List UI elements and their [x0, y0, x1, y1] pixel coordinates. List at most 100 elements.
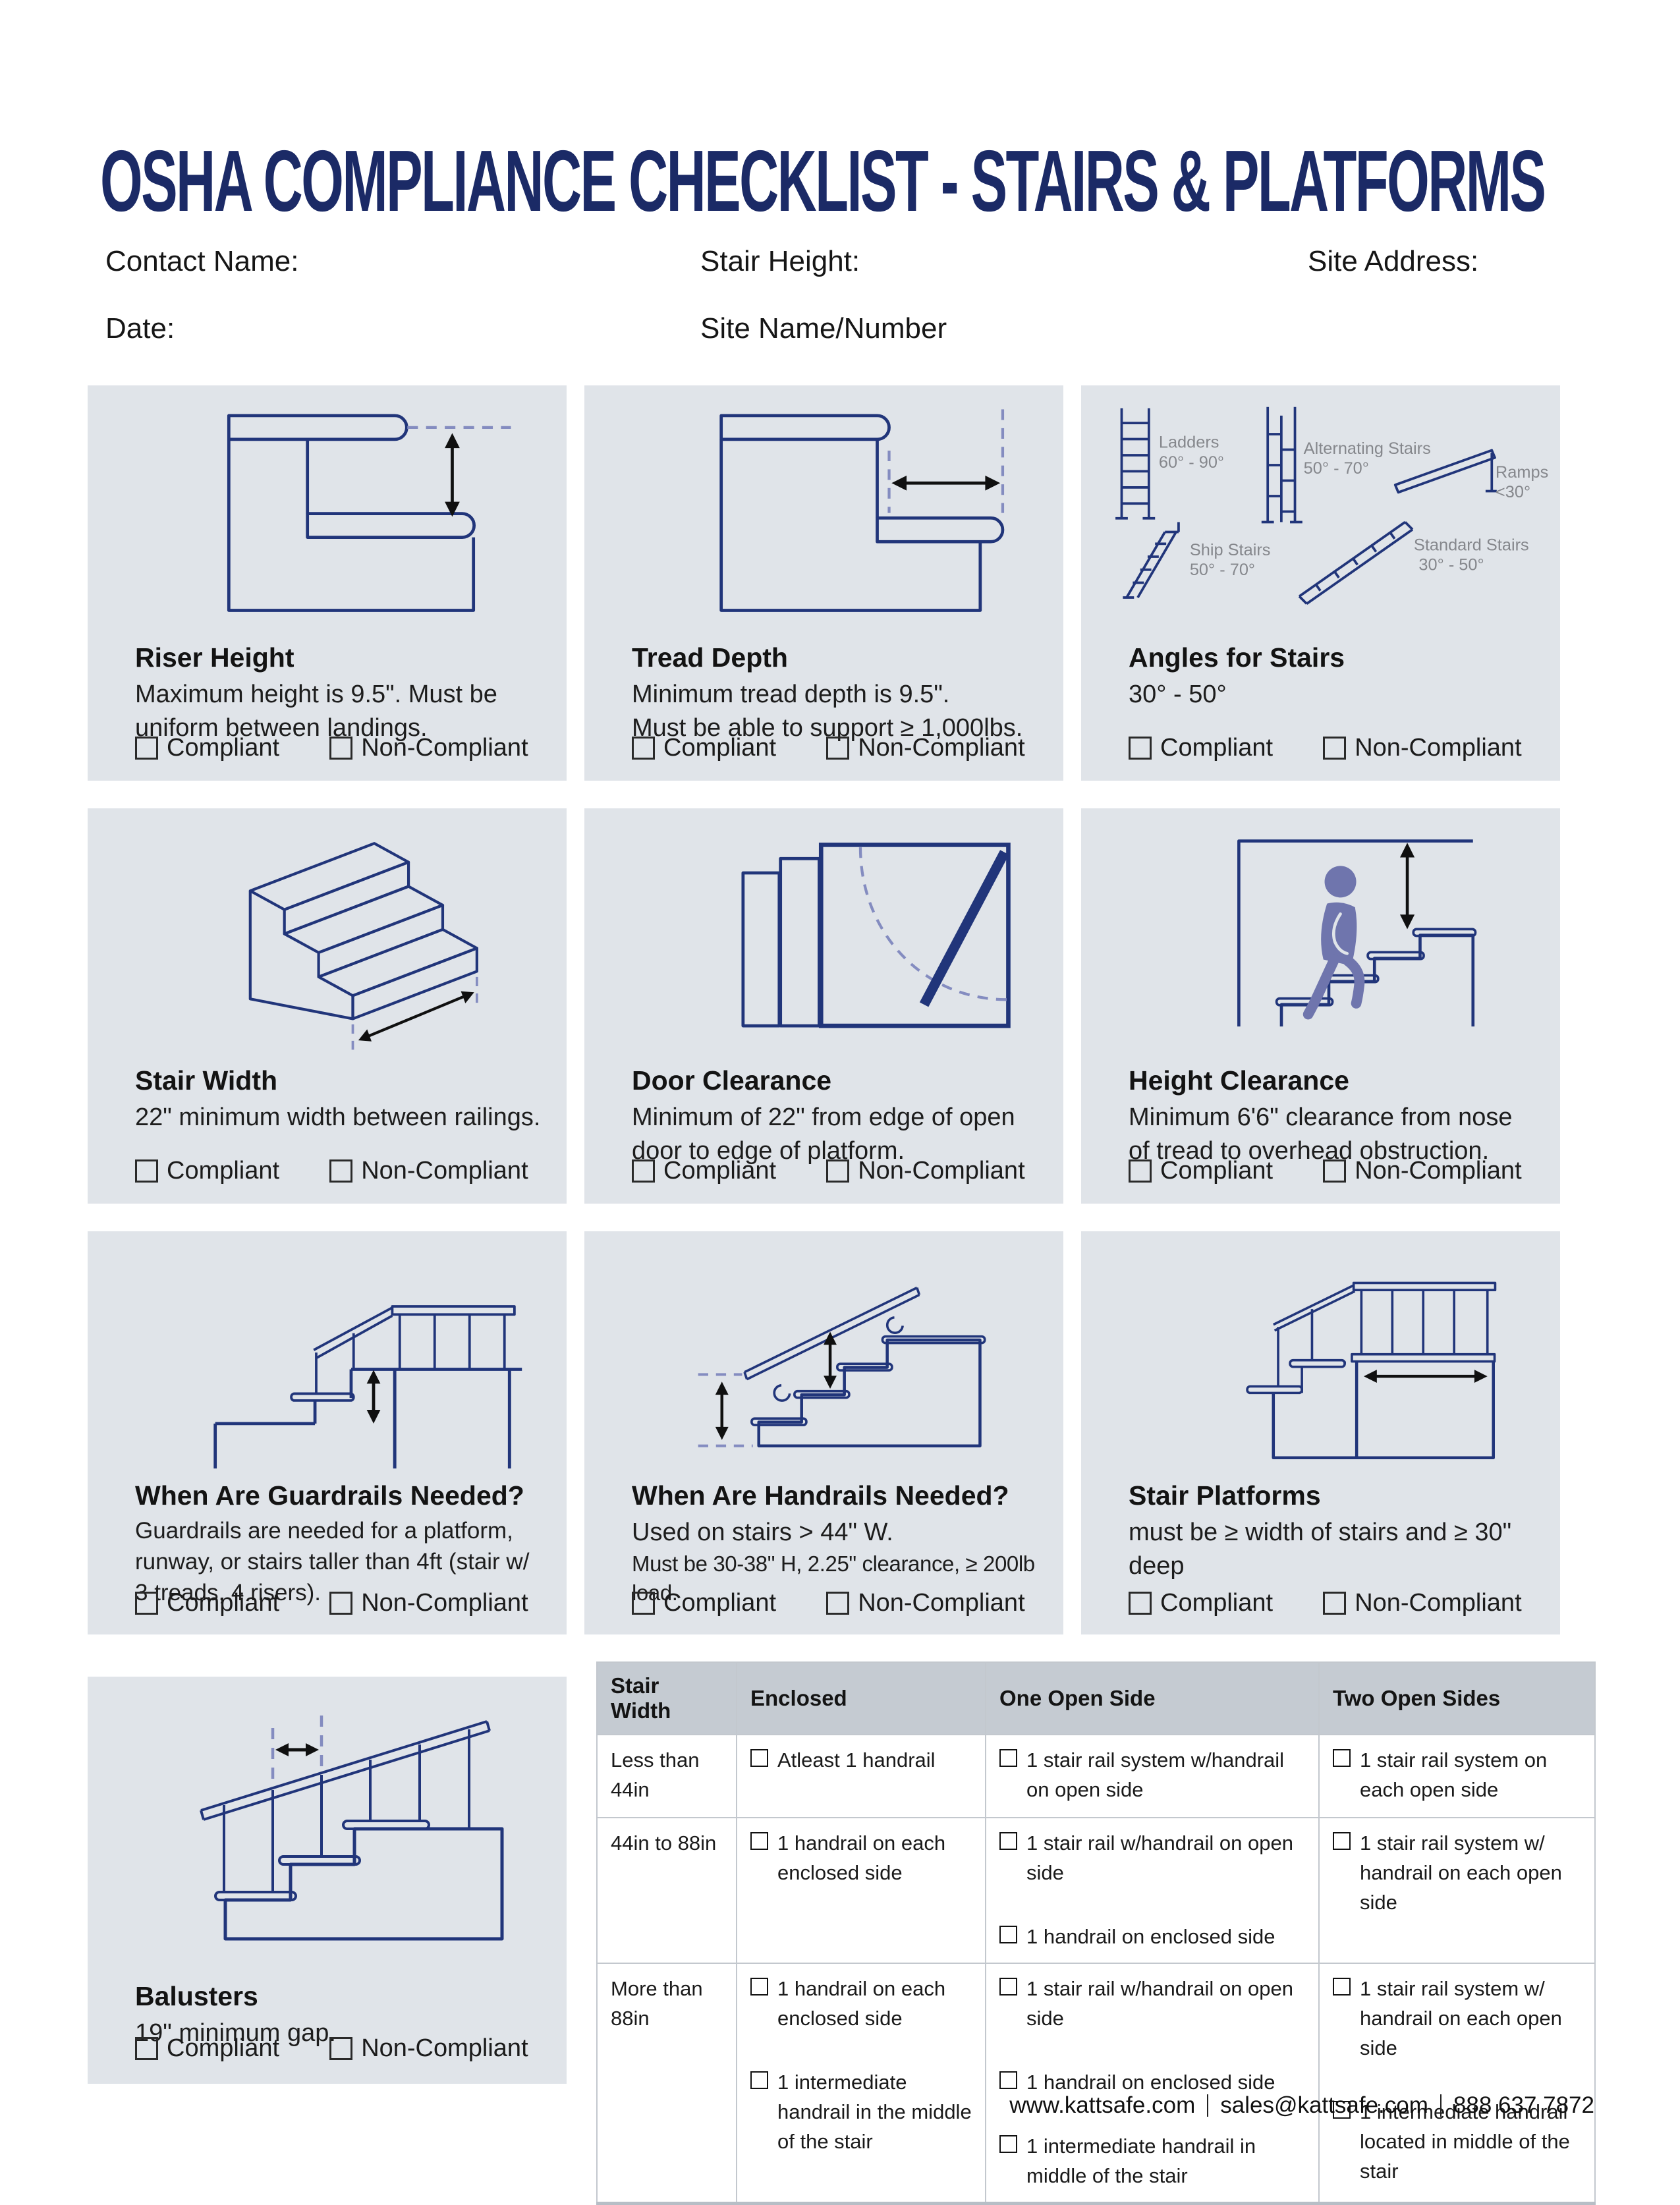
- stair-width-cell: 44in to 88in: [596, 1817, 737, 1964]
- requirement-label: 1 handrail on each enclosed side: [777, 1831, 946, 1884]
- contact-name-label: Contact Name:: [105, 245, 299, 277]
- requirement-checkbox[interactable]: [750, 2071, 768, 2089]
- non-compliant-checkbox[interactable]: [329, 1159, 353, 1183]
- balusters-diagram: [88, 1689, 567, 1965]
- requirement-checkbox[interactable]: [999, 1977, 1017, 1996]
- non-compliant-option: Non-Compliant: [826, 734, 1025, 762]
- requirement-checkbox[interactable]: [750, 1749, 768, 1767]
- handrails-icon: [698, 1286, 986, 1447]
- requirement-checkbox[interactable]: [1333, 1749, 1351, 1767]
- requirement-cell: 1 stair rail system on each open side: [1318, 1734, 1596, 1818]
- card-desc: Maximum height is 9.5". Must be uniform …: [135, 681, 497, 742]
- non-compliant-checkbox[interactable]: [1323, 1592, 1347, 1615]
- compliant-option: Compliant: [632, 1157, 826, 1185]
- compliant-checkbox[interactable]: [135, 1592, 158, 1615]
- non-compliant-label: Non-Compliant: [1355, 734, 1522, 762]
- compliant-checkbox[interactable]: [1129, 1592, 1152, 1615]
- non-compliant-checkbox[interactable]: [1323, 737, 1347, 760]
- compliant-option: Compliant: [135, 1589, 329, 1617]
- requirement-cell: 1 stair rail system w/ handrail on each …: [1318, 1962, 1596, 2204]
- contact-name-field[interactable]: [316, 237, 685, 277]
- card-title: Balusters: [135, 1981, 258, 2011]
- compliant-checkbox[interactable]: [1129, 1159, 1152, 1183]
- site-name-field[interactable]: [949, 304, 1318, 344]
- column-header: Two Open Sides: [1318, 1661, 1596, 1735]
- compliant-option: Compliant: [135, 1157, 329, 1185]
- date-label: Date:: [105, 312, 175, 345]
- footer: www.kattsafe.com sales@kattsafe.com 888 …: [1009, 2092, 1594, 2119]
- compliant-checkbox[interactable]: [135, 2037, 158, 2060]
- card-tread-depth: Tread Depth Minimum tread depth is 9.5".…: [584, 385, 1063, 781]
- stair-height-field[interactable]: [883, 237, 1252, 277]
- stair-height-label: Stair Height:: [700, 245, 860, 277]
- date-field[interactable]: [191, 304, 560, 344]
- non-compliant-label: Non-Compliant: [1355, 1589, 1522, 1617]
- non-compliant-checkbox[interactable]: [826, 1592, 850, 1615]
- non-compliant-option: Non-Compliant: [329, 1157, 528, 1185]
- card-desc: Minimum 6'6" clearance from nose of trea…: [1129, 1103, 1513, 1165]
- compliant-checkbox[interactable]: [135, 737, 158, 760]
- requirement-checkbox[interactable]: [750, 1832, 768, 1850]
- compliant-label: Compliant: [663, 1589, 777, 1617]
- site-name-label: Site Name/Number: [700, 312, 947, 345]
- ramps-label: Ramps: [1495, 463, 1548, 482]
- site-address-field[interactable]: [1308, 283, 1591, 323]
- requirement-cell: 1 stair rail system w/handrail on open s…: [985, 1734, 1320, 1818]
- compliant-option: Compliant: [1129, 1589, 1323, 1617]
- requirement-checkbox[interactable]: [999, 2135, 1017, 2153]
- card-desc: Minimum tread depth is 9.5". Must be abl…: [632, 681, 1023, 742]
- requirement-checkbox[interactable]: [999, 1925, 1017, 1943]
- requirement-checkbox[interactable]: [750, 1977, 768, 1996]
- non-compliant-label: Non-Compliant: [361, 1589, 528, 1617]
- card-riser-height: Riser Height Maximum height is 9.5". Mus…: [88, 385, 567, 781]
- ramps-range: <30°: [1495, 483, 1530, 501]
- requirement-checkbox[interactable]: [1333, 2100, 1351, 2119]
- height-clearance-diagram: [1081, 814, 1560, 1051]
- standard-stairs-label: Standard Stairs: [1413, 536, 1528, 555]
- card-title: Height Clearance: [1129, 1065, 1349, 1096]
- requirement-checkbox[interactable]: [1333, 1977, 1351, 1996]
- stair-width-icon: [248, 842, 478, 1050]
- requirement-option: 1 stair rail system w/handrail on open s…: [999, 1746, 1305, 1805]
- non-compliant-checkbox[interactable]: [329, 737, 353, 760]
- riser-height-diagram: [88, 391, 567, 628]
- guardrails-icon: [213, 1305, 522, 1468]
- requirement-checkbox[interactable]: [999, 1832, 1017, 1850]
- site-address-label: Site Address:: [1308, 245, 1479, 277]
- non-compliant-checkbox[interactable]: [329, 1592, 353, 1615]
- ladders-range: 60° - 90°: [1158, 453, 1223, 472]
- non-compliant-checkbox[interactable]: [1323, 1159, 1347, 1183]
- ramp-icon: [1393, 449, 1497, 494]
- card-stair-platforms: Stair Platforms must be ≥ width of stair…: [1081, 1231, 1560, 1634]
- non-compliant-label: Non-Compliant: [858, 1589, 1025, 1617]
- requirement-checkbox[interactable]: [999, 2071, 1017, 2089]
- non-compliant-option: Non-Compliant: [329, 1589, 528, 1617]
- card-door-clearance: Door Clearance Minimum of 22" from edge …: [584, 808, 1063, 1204]
- compliant-checkbox[interactable]: [632, 737, 655, 760]
- requirement-checkbox[interactable]: [999, 1749, 1017, 1767]
- compliance-checks: Compliant Non-Compliant: [135, 1157, 540, 1185]
- requirement-checkbox[interactable]: [1333, 1832, 1351, 1850]
- card-guardrails: When Are Guardrails Needed? Guardrails a…: [88, 1231, 567, 1634]
- alternating-stairs-label: Alternating Stairs: [1303, 439, 1430, 458]
- card-title: When Are Handrails Needed?: [632, 1480, 1009, 1511]
- requirement-option: 1 intermediate handrail in middle of the…: [999, 2132, 1305, 2191]
- handrails-diagram: [584, 1237, 1063, 1468]
- non-compliant-option: Non-Compliant: [1323, 1589, 1522, 1617]
- compliant-checkbox[interactable]: [632, 1592, 655, 1615]
- requirement-option: 1 handrail on enclosed side: [999, 2068, 1305, 2098]
- non-compliant-checkbox[interactable]: [826, 1159, 850, 1183]
- requirement-label: 1 handrail on enclosed side: [1026, 1924, 1275, 1948]
- compliant-checkbox[interactable]: [1129, 737, 1152, 760]
- non-compliant-checkbox[interactable]: [826, 737, 850, 760]
- guardrails-diagram: [88, 1237, 567, 1468]
- compliant-checkbox[interactable]: [632, 1159, 655, 1183]
- requirement-label: 1 stair rail w/handrail on open side: [1026, 1831, 1293, 1884]
- table-row: 44in to 88in 1 handrail on each enclosed …: [596, 1817, 1596, 1964]
- non-compliant-option: Non-Compliant: [329, 734, 528, 762]
- compliant-checkbox[interactable]: [135, 1159, 158, 1183]
- non-compliant-checkbox[interactable]: [329, 2037, 353, 2060]
- requirement-label: 1 stair rail w/handrail on open side: [1026, 1976, 1293, 2030]
